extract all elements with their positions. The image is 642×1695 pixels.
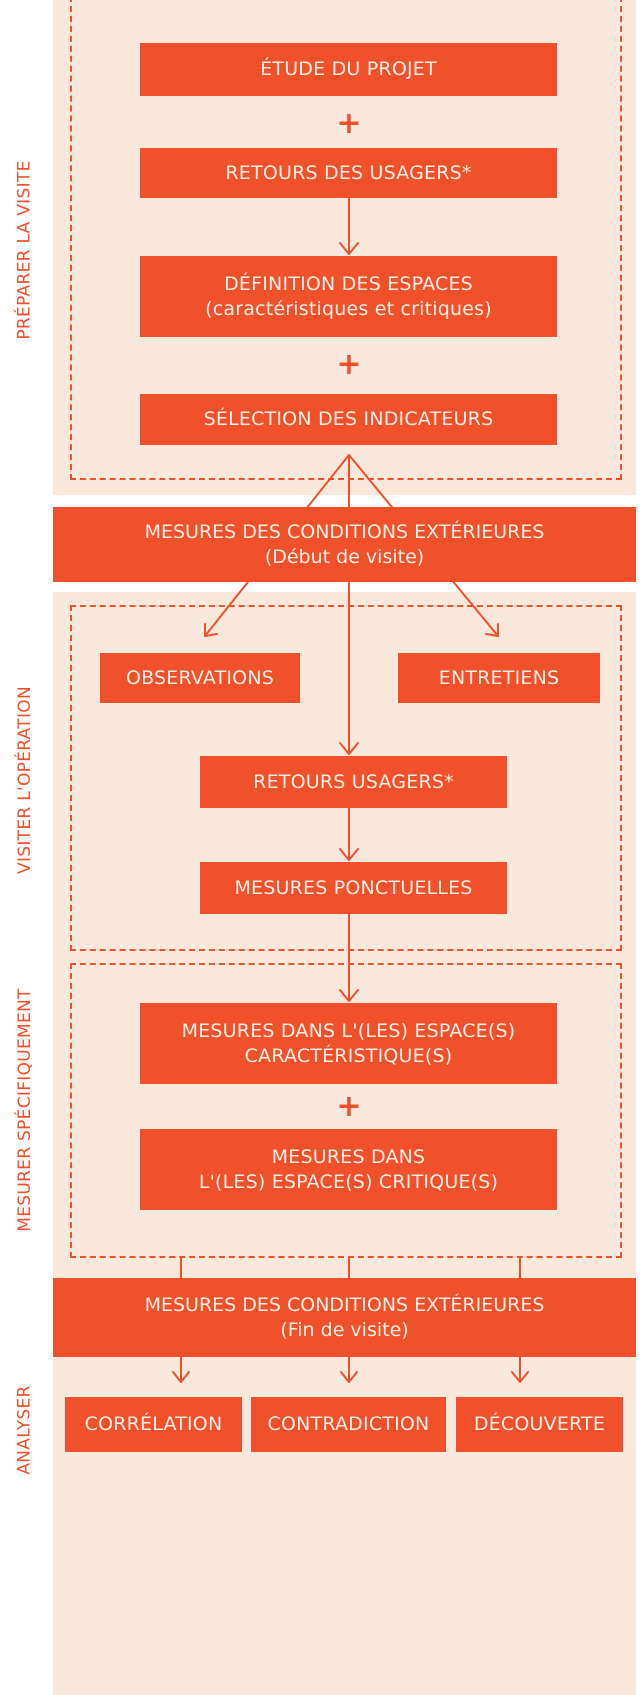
box-observations-text: OBSERVATIONS: [125, 666, 275, 689]
box-retours-des-usagers: RETOURS DES USAGERS*: [140, 148, 557, 198]
box-decouverte-text: DÉCOUVERTE: [473, 1413, 606, 1435]
box-selection-des-indicateurs: SÉLECTION DES INDICATEURS: [140, 394, 557, 445]
arrowhead-fin-correlation: [172, 1371, 190, 1383]
frame-mesurer: [70, 963, 622, 1258]
arrowhead-fin-decouverte: [511, 1371, 529, 1383]
box-critique-line1: MESURES DANS: [271, 1145, 426, 1168]
box-mesures-caracteristiques: MESURES DANS L'(LES) ESPACE(S) CARACTÉRI…: [140, 1003, 557, 1084]
plus-sign-2: +: [336, 347, 362, 382]
box-definition-line1: DÉFINITION DES ESPACES: [224, 272, 473, 295]
plus-sign-3: +: [336, 1089, 362, 1124]
box-etude-du-projet: ÉTUDE DU PROJET: [140, 43, 557, 96]
box-definition-des-espaces: DÉFINITION DES ESPACES (caractéristiques…: [140, 256, 557, 337]
box-etude-text: ÉTUDE DU PROJET: [260, 58, 437, 80]
band-debut-line2: (Début de visite): [264, 545, 425, 568]
box-correlation: CORRÉLATION: [65, 1397, 242, 1452]
box-decouverte: DÉCOUVERTE: [456, 1397, 623, 1452]
box-mesures-ponctuelles: MESURES PONCTUELLES: [200, 862, 507, 914]
arrowhead-retours-ponctuelles: [339, 848, 359, 861]
box-ponctuelles-text: MESURES PONCTUELLES: [234, 876, 473, 899]
box-entretiens: ENTRETIENS: [398, 653, 600, 703]
band-fin-line1: MESURES DES CONDITIONS EXTÉRIEURES: [144, 1293, 545, 1316]
flow-arrows: [172, 197, 529, 1383]
box-retours-usagers-text: RETOURS USAGERS*: [253, 770, 454, 793]
box-retours-usagers: RETOURS USAGERS*: [200, 756, 507, 808]
box-contradiction: CONTRADICTION: [251, 1397, 446, 1452]
band-fin-line2: (Fin de visite): [280, 1318, 409, 1341]
box-contradiction-text: CONTRADICTION: [267, 1413, 430, 1435]
arrowhead-retours-usagers: [339, 742, 359, 755]
box-retours-text: RETOURS DES USAGERS*: [225, 161, 472, 184]
plus-sign-1: +: [336, 106, 362, 141]
box-correlation-text: CORRÉLATION: [84, 1413, 223, 1435]
box-observations: OBSERVATIONS: [100, 653, 300, 703]
band-mesures-debut: MESURES DES CONDITIONS EXTÉRIEURES (Débu…: [53, 507, 636, 582]
arrowhead-retours-definition: [339, 242, 359, 255]
box-caract-line1: MESURES DANS L'(LES) ESPACE(S): [181, 1019, 516, 1042]
band-mesures-fin: MESURES DES CONDITIONS EXTÉRIEURES (Fin …: [53, 1278, 636, 1357]
frame-visiter: [70, 605, 622, 951]
box-mesures-critiques: MESURES DANS L'(LES) ESPACE(S) CRITIQUE(…: [140, 1129, 557, 1210]
box-caract-line2: CARACTÉRISTIQUE(S): [244, 1044, 453, 1067]
band-debut-line1: MESURES DES CONDITIONS EXTÉRIEURES: [144, 520, 545, 543]
box-critique-line2: L'(LES) ESPACE(S) CRITIQUE(S): [198, 1170, 499, 1193]
frame-preparer: [70, 0, 622, 480]
box-selection-text: SÉLECTION DES INDICATEURS: [203, 408, 494, 430]
arrowhead-ponctuelles-mesures: [339, 989, 359, 1002]
arrowhead-entretiens: [485, 623, 499, 637]
arrowhead-fin-contradiction: [340, 1371, 358, 1383]
arrowhead-observations: [204, 623, 218, 637]
box-entretiens-text: ENTRETIENS: [438, 666, 560, 689]
box-definition-line2: (caractéristiques et critiques): [205, 297, 492, 320]
